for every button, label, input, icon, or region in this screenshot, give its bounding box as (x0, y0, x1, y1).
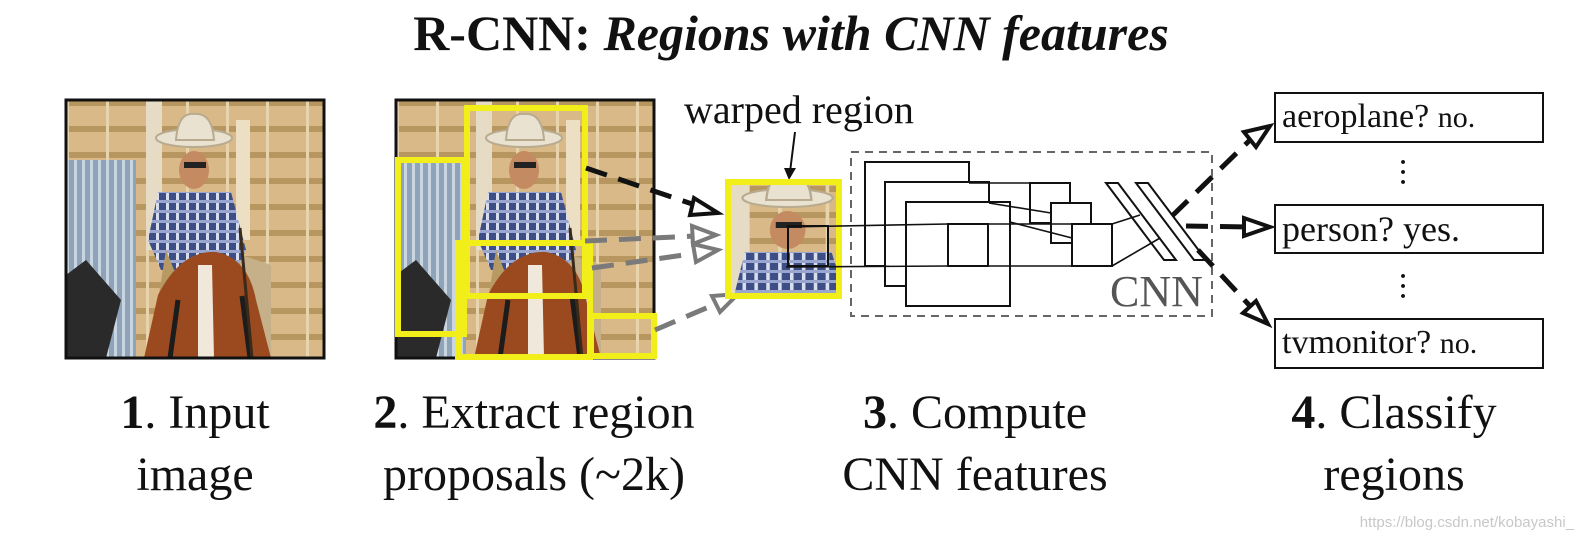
step-text-line1: . Extract region (397, 386, 695, 439)
proposal-to-warp-arrows (584, 165, 744, 333)
step-3-caption: 3. Compute CNN features (810, 382, 1140, 506)
class-name: aeroplane? (1282, 98, 1430, 135)
step-text-line1: . Input (144, 386, 270, 439)
step-text-line1: . Compute (887, 386, 1087, 439)
gray-dashed-arrow-2 (591, 250, 699, 271)
title-main: R-CNN: (413, 5, 591, 61)
step-number: 3 (863, 386, 887, 439)
step-number: 1 (120, 386, 145, 439)
class-arrows (1170, 122, 1277, 329)
step-text-line1: . Classify (1315, 386, 1497, 439)
gray-arrowhead-2 (690, 241, 724, 266)
gray-dashed-arrow-3 (654, 300, 719, 333)
arrow-to-tvmonitor (1196, 248, 1252, 308)
class-name: tvmonitor? (1282, 324, 1432, 361)
warped-label-pointer (789, 131, 796, 173)
cnn-connection-lines (785, 182, 1161, 268)
warped-region-label: warped region (684, 87, 914, 132)
arrow-to-person (1185, 223, 1249, 230)
arrowhead-person (1242, 215, 1277, 239)
arrowhead-tvmonitor (1239, 297, 1273, 329)
input-image (64, 98, 326, 360)
gray-dashed-arrow-1 (584, 233, 697, 244)
class-answer: no. (1437, 101, 1476, 134)
vertical-ellipsis-1: ··· (1397, 144, 1409, 201)
proposal-box-small (588, 313, 657, 359)
class-name: person? (1282, 209, 1394, 249)
step-number: 4 (1291, 386, 1316, 439)
step-2-caption: 2. Extract region proposals (~2k) (334, 382, 734, 506)
class-answer: no. (1439, 327, 1478, 360)
class-answer: yes. (1402, 209, 1460, 249)
step-text-line2: proposals (~2k) (383, 448, 685, 501)
class-box-tvmonitor: tvmonitor? no. (1274, 318, 1544, 369)
cnn-dashed-box (850, 151, 1213, 317)
cnn-kernel (947, 223, 989, 267)
dark-arrowhead (687, 194, 725, 218)
warped-label-pointer-head (784, 168, 796, 180)
step-4-caption: 4. Classify regions (1256, 382, 1532, 506)
region-proposal-boxes (395, 105, 657, 360)
cnn-label: CNN (1110, 267, 1203, 316)
title-subtitle: Regions with CNN features (603, 5, 1169, 61)
gray-arrowhead-1 (689, 223, 722, 247)
warped-region-image (725, 179, 842, 299)
proposal-image (394, 98, 656, 360)
step-text-line2: CNN features (842, 448, 1108, 501)
cnn-layer-6 (1071, 223, 1113, 267)
dark-dashed-arrow (585, 165, 699, 209)
cnn-fc-1 (1103, 182, 1179, 261)
class-box-person: person? yes. (1274, 204, 1544, 254)
diagram-title: R-CNN: Regions with CNN features (0, 4, 1582, 62)
cnn-layers (864, 161, 1209, 307)
watermark: https://blog.csdn.net/kobayashi_ (1359, 514, 1574, 531)
arrowhead-aeroplane (1240, 122, 1275, 151)
step-1-caption: 1. Input image (86, 382, 304, 506)
step-number: 2 (373, 386, 398, 439)
class-box-aeroplane: aeroplane? no. (1274, 92, 1544, 143)
proposal-box-horse (455, 240, 593, 360)
step-text-line2: regions (1323, 448, 1465, 501)
arrow-to-aeroplane (1170, 138, 1252, 218)
step-text-line2: image (136, 448, 254, 501)
vertical-ellipsis-2: ··· (1397, 258, 1409, 315)
proposal-box-left (395, 157, 467, 337)
